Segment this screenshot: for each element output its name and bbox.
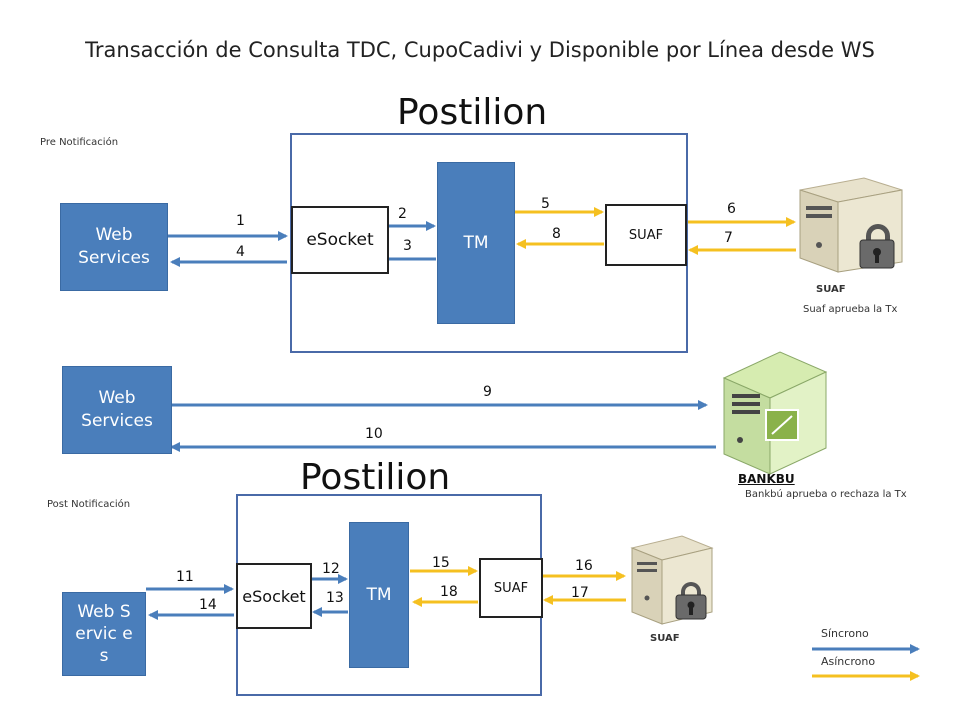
page-title: Transacción de Consulta TDC, CupoCadivi … bbox=[85, 38, 875, 62]
step-15: 15 bbox=[432, 555, 450, 571]
top-tm-label: TM bbox=[463, 233, 489, 253]
step-12: 12 bbox=[322, 561, 340, 577]
step-1: 1 bbox=[236, 213, 245, 229]
step-8: 8 bbox=[552, 226, 561, 242]
step-14: 14 bbox=[199, 597, 217, 613]
top-suaf-server-label: SUAF bbox=[816, 284, 846, 295]
top-web-services-box: Web Services bbox=[60, 203, 168, 291]
step-7: 7 bbox=[724, 230, 733, 246]
suaf-server-icon bbox=[799, 177, 903, 273]
bottom-esocket-box: eSocket bbox=[236, 563, 312, 629]
bottom-postilion-heading: Postilion bbox=[300, 457, 451, 498]
top-esocket-box: eSocket bbox=[291, 206, 389, 274]
top-web-services-label: Web Services bbox=[78, 225, 150, 268]
step-11: 11 bbox=[176, 569, 194, 585]
middle-web-services-box: Web Services bbox=[62, 366, 172, 454]
step-13: 13 bbox=[326, 590, 344, 606]
top-suaf-label: SUAF bbox=[628, 227, 664, 243]
step-4: 4 bbox=[236, 244, 245, 260]
top-pre-notificacion-label: Pre Notificación bbox=[40, 137, 119, 148]
bottom-tm-box: TM bbox=[349, 522, 409, 668]
bottom-tm-label: TM bbox=[366, 585, 392, 605]
bottom-esocket-label: eSocket bbox=[242, 586, 306, 606]
bottom-suaf-label: SUAF bbox=[493, 580, 529, 596]
step-6: 6 bbox=[727, 201, 736, 217]
step-2: 2 bbox=[398, 206, 407, 222]
middle-web-services-label: Web Services bbox=[81, 388, 153, 431]
step-3: 3 bbox=[403, 238, 412, 254]
step-16: 16 bbox=[575, 558, 593, 574]
legend-sync-label: Síncrono bbox=[821, 627, 869, 640]
step-18: 18 bbox=[440, 584, 458, 600]
suaf-server-icon-bottom bbox=[630, 535, 714, 625]
bankbu-server-caption: Bankbú aprueba o rechaza la Tx bbox=[745, 489, 907, 500]
bankbu-server-label: BANKBU bbox=[738, 472, 795, 486]
step-17: 17 bbox=[571, 585, 589, 601]
legend-async-label: Asíncrono bbox=[821, 655, 876, 668]
bottom-suaf-box: SUAF bbox=[479, 558, 543, 618]
step-5: 5 bbox=[541, 196, 550, 212]
bottom-suaf-server-label: SUAF bbox=[650, 633, 680, 644]
bankbu-server-icon bbox=[722, 351, 828, 475]
top-esocket-label: eSocket bbox=[306, 230, 374, 250]
bottom-web-services-label: Web Servic es bbox=[75, 601, 133, 667]
step-10: 10 bbox=[365, 426, 383, 442]
top-suaf-server-caption: Suaf aprueba la Tx bbox=[803, 304, 898, 315]
top-tm-box: TM bbox=[437, 162, 515, 324]
step-9: 9 bbox=[483, 384, 492, 400]
top-suaf-box: SUAF bbox=[605, 204, 687, 266]
bottom-post-notificacion-label: Post Notificación bbox=[47, 499, 131, 510]
bottom-web-services-box: Web Servic es bbox=[62, 592, 146, 676]
top-postilion-heading: Postilion bbox=[397, 92, 548, 133]
